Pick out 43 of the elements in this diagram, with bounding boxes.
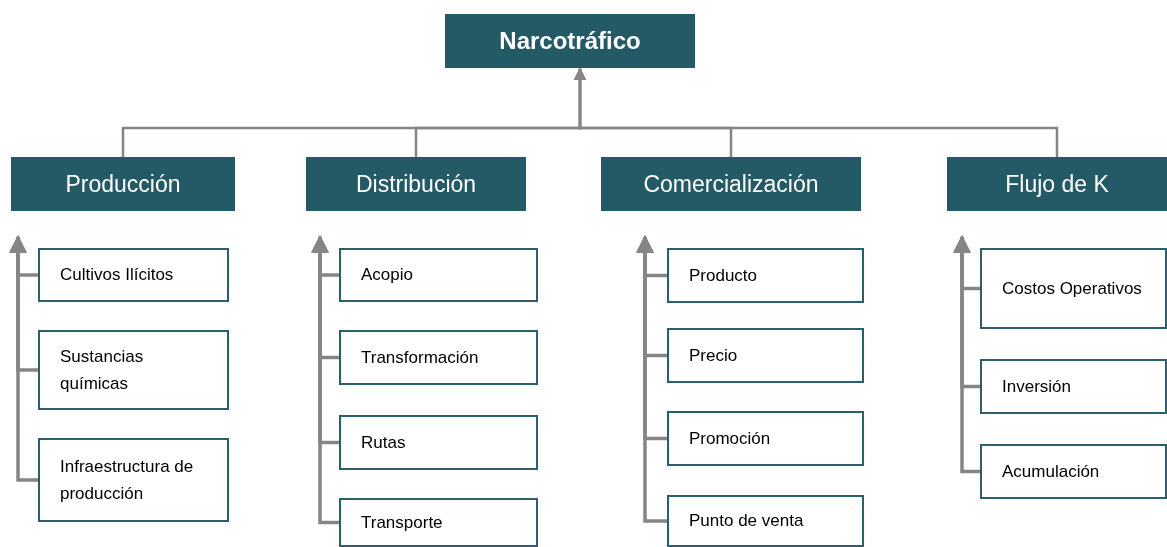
connector-arrow xyxy=(636,235,667,523)
item-box xyxy=(667,328,864,383)
item-box xyxy=(980,359,1167,414)
item-box xyxy=(980,444,1167,499)
item-box xyxy=(667,495,864,547)
box-label: Producto xyxy=(689,264,758,287)
box-label: Flujo de K xyxy=(1005,170,1109,198)
category-box xyxy=(11,157,235,211)
item-box xyxy=(339,415,538,470)
box-label: Promoción xyxy=(689,427,771,450)
box-label: Precio xyxy=(689,344,738,367)
box-label: Cultivos Ilícitos xyxy=(60,264,174,287)
box-label: Costos Operativos xyxy=(1002,277,1142,300)
box-label: Acopio xyxy=(361,264,413,287)
box-label: Punto de venta xyxy=(689,510,804,533)
box-label: Inversión xyxy=(1002,375,1071,398)
item-box xyxy=(38,438,229,522)
item-box xyxy=(38,248,229,302)
item-box xyxy=(667,248,864,303)
item-box xyxy=(667,411,864,466)
box-label: Transformación xyxy=(361,346,479,369)
box-label: Transporte xyxy=(361,511,443,534)
title-box xyxy=(445,14,695,68)
box-label: Comercialización xyxy=(643,170,819,198)
connector-arrow xyxy=(953,235,980,474)
box-label: Infraestructura de producción xyxy=(60,455,195,505)
item-box xyxy=(980,248,1167,329)
connector-arrow xyxy=(311,235,339,525)
box-label: Distribución xyxy=(355,170,477,198)
category-box xyxy=(306,157,526,211)
item-box xyxy=(339,330,538,385)
category-box xyxy=(947,157,1167,211)
box-label: Rutas xyxy=(361,431,406,454)
item-box xyxy=(38,330,229,410)
box-label: Narcotráfico xyxy=(499,27,641,55)
box-label: Acumulación xyxy=(1002,460,1100,483)
box-label: Sustancias químicas xyxy=(60,345,145,395)
item-box xyxy=(339,498,538,547)
item-box xyxy=(339,248,538,302)
category-box xyxy=(601,157,861,211)
box-label: Producción xyxy=(65,170,181,198)
connector-arrow xyxy=(9,235,38,482)
connector-arrow xyxy=(573,67,1059,157)
